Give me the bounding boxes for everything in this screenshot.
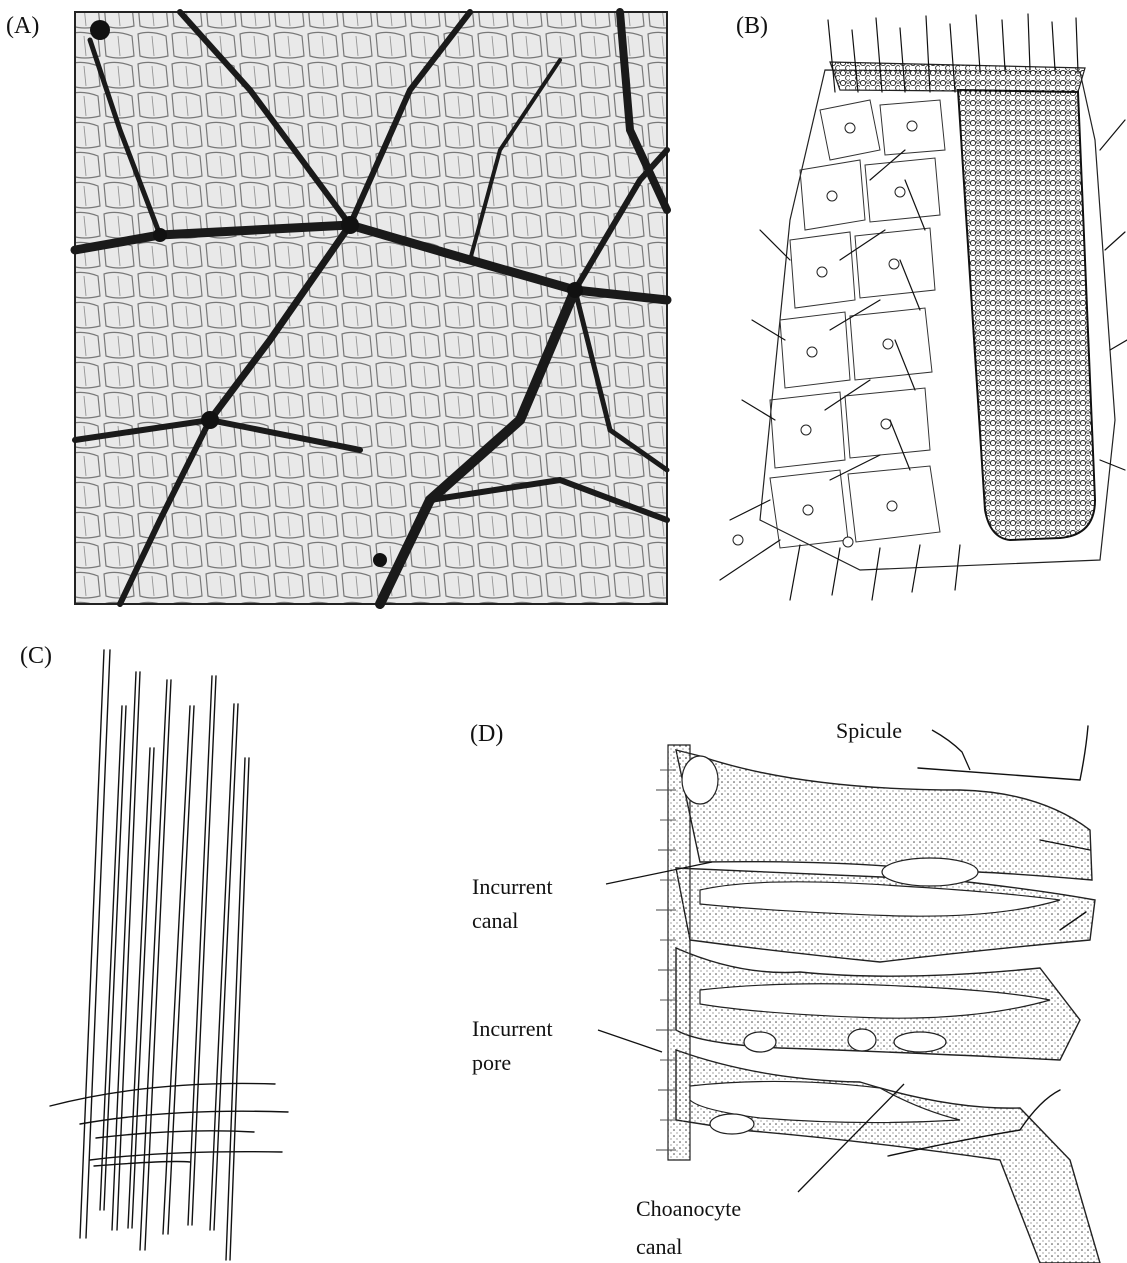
spicule-leader-line xyxy=(932,730,970,770)
panel-c-spicules xyxy=(50,650,288,1260)
incurrent-pore-leader-line xyxy=(598,1030,662,1052)
panel-b-drawing xyxy=(720,14,1127,600)
panel-a-micrograph xyxy=(75,12,667,604)
panel-d-drawing xyxy=(656,726,1100,1263)
